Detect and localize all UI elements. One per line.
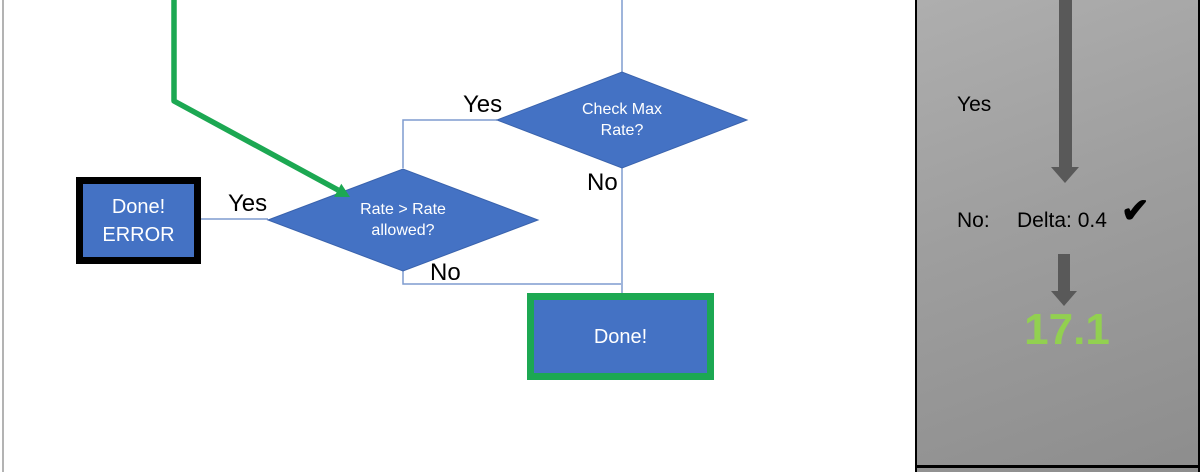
panel-arrow2-down-icon xyxy=(1051,291,1077,306)
rate-allowed-line2: allowed? xyxy=(371,222,435,239)
check-max-line2: Rate? xyxy=(600,122,644,139)
connector-check-max-yes xyxy=(402,119,497,168)
rate-allowed-line1: Rate > Rate xyxy=(360,201,446,218)
panel-arrow1-down-icon xyxy=(1051,167,1079,183)
connector-rate-allowed-no xyxy=(402,271,621,285)
slide-left-edge-line xyxy=(2,0,4,472)
rate-allowed-no-label: No xyxy=(430,259,461,286)
done-box-label: Done! xyxy=(593,325,648,348)
panel-arrow1-shaft xyxy=(1059,0,1072,167)
panel-arrow2-shaft xyxy=(1058,254,1070,292)
done-error-box: Done! ERROR xyxy=(76,177,201,264)
green-path-line xyxy=(171,0,340,193)
done-error-line1: Done! xyxy=(111,195,166,218)
check-max-line1: Check Max xyxy=(581,101,663,118)
check-icon: ✔ xyxy=(1121,192,1150,230)
green-arrowhead-icon xyxy=(334,183,350,197)
panel-result-value: 17.1 xyxy=(1024,305,1110,354)
rate-allowed-yes-label: Yes xyxy=(228,190,268,217)
check-max-yes-label: Yes xyxy=(463,91,503,118)
decision-check-max-rate-diamond xyxy=(495,71,749,169)
check-max-no-label: No xyxy=(587,169,618,196)
panel-yes-label: Yes xyxy=(957,93,992,116)
side-panel: Yes No: Delta: 0.4 ✔ 17.1 xyxy=(915,0,1200,472)
panel-bottom-border-line xyxy=(917,465,1198,468)
decision-rate-allowed-label: Rate > Rate allowed? xyxy=(313,199,493,241)
flowchart-graphic xyxy=(171,0,749,293)
done-box: Done! xyxy=(527,293,714,380)
panel-delta-value: Delta: 0.4 xyxy=(1017,209,1107,232)
panel-no-label: No: xyxy=(957,209,990,232)
decision-check-max-rate-label: Check Max Rate? xyxy=(532,99,712,141)
done-error-line2: ERROR xyxy=(102,223,175,246)
